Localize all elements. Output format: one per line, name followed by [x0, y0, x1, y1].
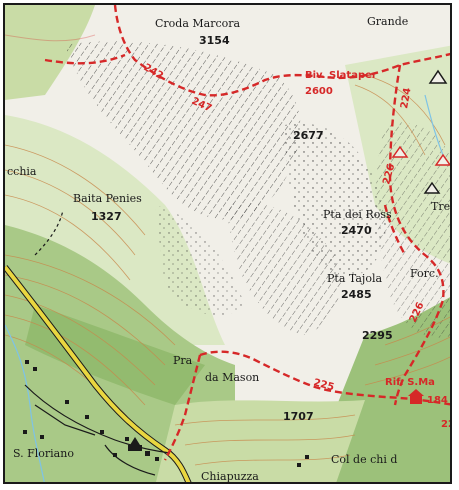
rock-cliffs-north — [65, 41, 301, 220]
label-grande: Grande — [367, 15, 408, 28]
label-biv-slataper: Biv. Slataper — [305, 70, 377, 81]
trail-shadow — [5, 34, 96, 42]
trail-number-226-a: 226 — [381, 163, 397, 186]
hut-icon[interactable] — [410, 395, 422, 404]
meadow-south — [155, 400, 365, 482]
label-croda-marcora: Croda Marcora — [155, 17, 241, 30]
village-buildings — [23, 360, 309, 467]
label-elev-2600: 2600 — [305, 86, 333, 97]
label-chiapuzza: Chiapuzza — [201, 470, 259, 483]
peak-triangle-icon[interactable] — [391, 145, 409, 158]
label-rif-s-marco: Rif. S.Ma — [385, 377, 435, 388]
forest-band — [25, 305, 205, 405]
label-tre: Tre — [431, 200, 450, 213]
topographic-map[interactable]: Croda Marcora 3154 Grande Biv. Slataper … — [3, 3, 452, 484]
top-left-green — [5, 5, 95, 100]
label-baita-penies: Baita Penies — [73, 192, 142, 205]
label-s-floriano: S. Floriano — [13, 447, 74, 460]
church-icon[interactable] — [128, 437, 142, 451]
peak-markers — [391, 69, 450, 194]
label-elev-3154: 3154 — [199, 34, 230, 47]
minor-roads — [24, 384, 171, 476]
label-elev-2485: 2485 — [341, 288, 372, 301]
hut-roof-icon — [408, 389, 424, 396]
label-elev-1327: 1327 — [91, 210, 122, 223]
label-elev-1707: 1707 — [283, 410, 314, 423]
label-elev-184: 184 — [427, 395, 448, 406]
label-elev-2295: 2295 — [362, 329, 393, 342]
label-forc: Forc. — [410, 267, 439, 280]
label-elev-2677: 2677 — [293, 129, 324, 142]
streams — [5, 94, 444, 482]
hiking-trails — [44, 5, 450, 461]
trail-number-224: 224 — [399, 87, 413, 110]
hut-marker[interactable] — [408, 389, 424, 404]
rock-cliffs-east — [375, 122, 450, 338]
peak-triangle-icon[interactable] — [423, 181, 441, 194]
trail-number-225: 225 — [312, 377, 335, 393]
peak-triangle-icon[interactable] — [428, 69, 448, 84]
label-pta-tajola: Pta Tajola — [327, 272, 382, 285]
scree-west — [155, 205, 245, 316]
label-cchia: cchia — [7, 165, 37, 178]
footpath-baita — [34, 209, 64, 256]
label-pra-da: Prada Mason — [173, 354, 259, 384]
label-col-de-chi: Col de chi d — [331, 453, 397, 466]
trail-number-22: 22 — [441, 419, 452, 430]
label-elev-2470: 2470 — [341, 224, 372, 237]
main-road-fill — [5, 265, 191, 482]
label-pta-dei-ross: Pta dei Ross — [323, 208, 392, 221]
scree-slopes — [285, 123, 386, 277]
peak-triangle-icon[interactable] — [434, 153, 450, 166]
